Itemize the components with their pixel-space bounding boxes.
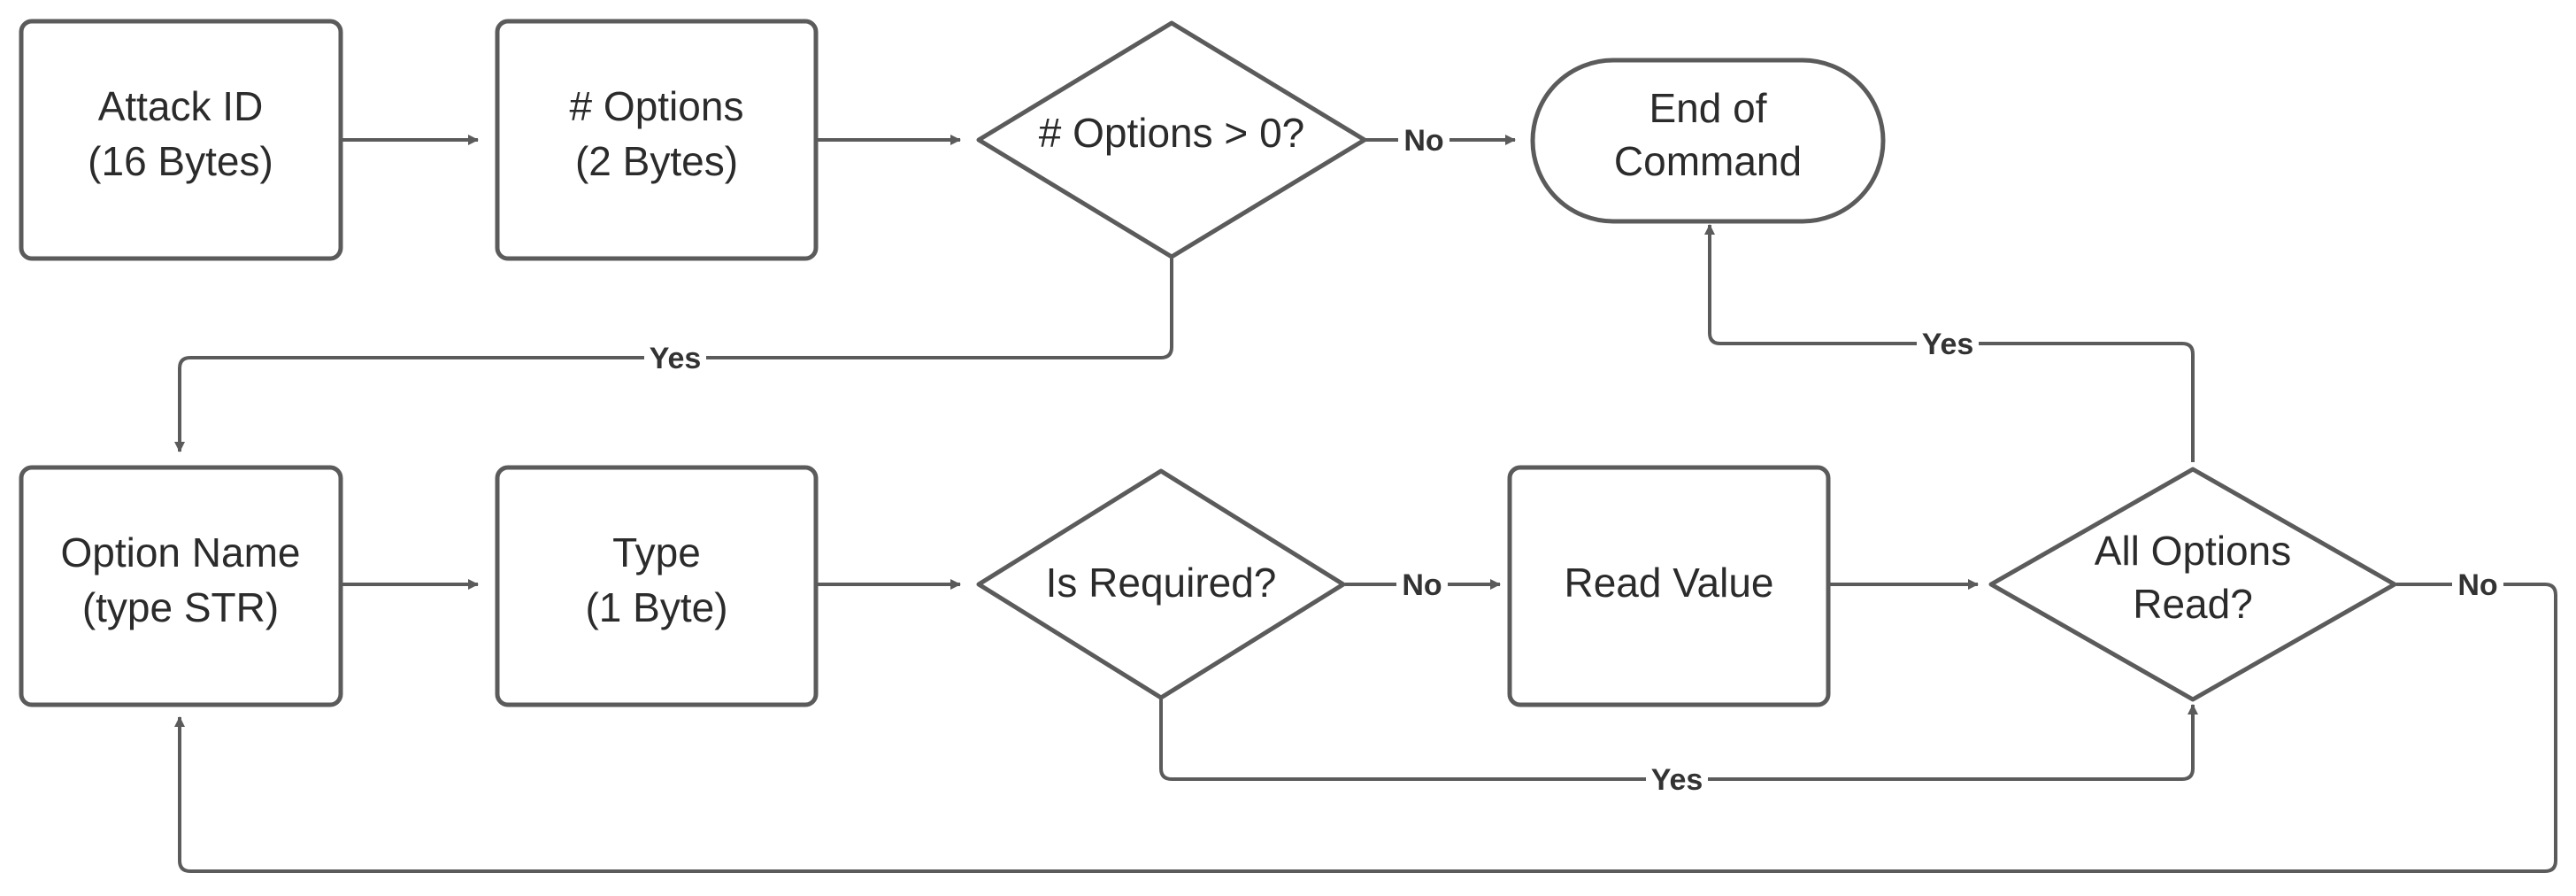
- node-end-command-line2: Command: [1614, 138, 1802, 184]
- node-all-read-line2: Read?: [2133, 581, 2253, 627]
- label-options-no: No: [1403, 124, 1443, 158]
- edge-all-read-no: [174, 583, 2557, 873]
- node-option-name: Option Name (type STR): [19, 465, 343, 707]
- nodes: Attack ID (16 Bytes) # Options (2 Bytes)…: [19, 19, 2397, 707]
- label-options-yes: Yes: [650, 342, 702, 375]
- node-num-options-line2: (2 Bytes): [575, 138, 738, 184]
- node-attack-id: Attack ID (16 Bytes): [19, 19, 343, 261]
- label-all-read-yes: Yes: [1922, 328, 1974, 361]
- node-num-options-line1: # Options: [570, 83, 744, 129]
- node-attack-id-line2: (16 Bytes): [88, 138, 273, 184]
- label-required-yes: Yes: [1651, 763, 1703, 797]
- node-is-required: Is Required?: [976, 468, 1346, 700]
- node-read-value-line1: Read Value: [1565, 560, 1774, 606]
- label-required-no: No: [1402, 568, 1442, 602]
- node-options-check-line1: # Options > 0?: [1039, 110, 1304, 156]
- node-read-value: Read Value: [1507, 465, 1831, 707]
- node-options-check: # Options > 0?: [976, 20, 1367, 259]
- node-is-required-line1: Is Required?: [1046, 560, 1277, 606]
- node-option-name-line2: (type STR): [82, 584, 279, 630]
- node-attack-id-line1: Attack ID: [98, 83, 264, 129]
- edge-labels: No Yes No Yes Yes No: [644, 120, 2503, 799]
- node-end-command: End of Command: [1530, 58, 1886, 224]
- node-end-command-line1: End of: [1649, 85, 1767, 131]
- node-all-read-line1: All Options: [2095, 528, 2291, 574]
- node-option-name-line1: Option Name: [60, 529, 300, 575]
- node-all-read: All Options Read?: [1988, 467, 2397, 702]
- label-all-read-no: No: [2457, 568, 2497, 602]
- node-type-line2: (1 Byte): [585, 584, 727, 630]
- node-type-line1: Type: [612, 529, 701, 575]
- node-num-options: # Options (2 Bytes): [495, 19, 819, 261]
- node-type: Type (1 Byte): [495, 465, 819, 707]
